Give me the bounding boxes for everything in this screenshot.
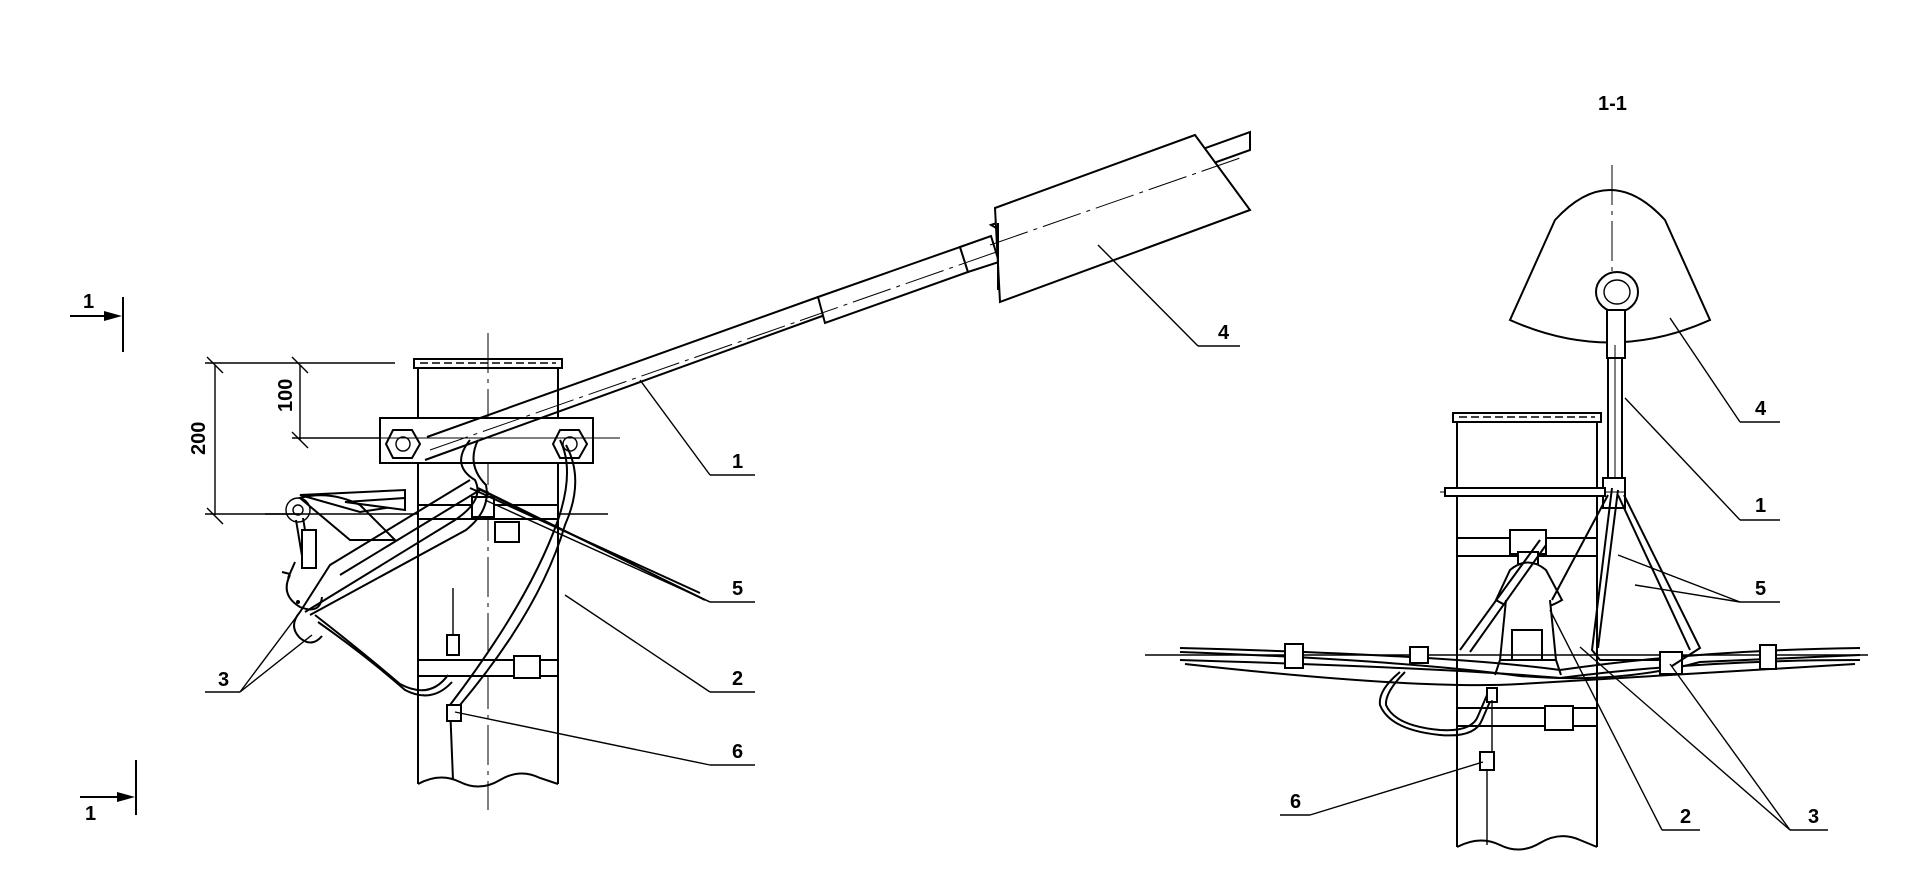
right-conductor-bundle <box>1145 643 1868 687</box>
left-view: 1 1 200 100 <box>70 130 1252 825</box>
right-stays <box>1459 487 1702 667</box>
right-bracket-arm <box>1602 309 1626 509</box>
section-mark-top: 1 <box>70 291 124 352</box>
right-label-3: 3 <box>1808 806 1819 828</box>
right-label-4: 4 <box>1755 398 1767 420</box>
left-label-1: 1 <box>732 451 743 473</box>
left-leaders <box>205 244 1240 766</box>
right-insulator-assembly <box>1494 529 1564 676</box>
dimension-100-label: 100 <box>275 379 297 412</box>
right-leaders <box>1280 317 1828 831</box>
right-lower-cable <box>1378 671 1498 845</box>
left-label-2: 2 <box>732 668 743 690</box>
section-title: 1-1 <box>1598 93 1627 115</box>
section-mark-bottom-label: 1 <box>85 803 96 825</box>
right-label-5: 5 <box>1755 578 1766 600</box>
left-clamp-plate <box>365 417 620 464</box>
right-view: 1-1 <box>1145 93 1868 851</box>
left-label-4: 4 <box>1218 322 1230 344</box>
section-mark-top-label: 1 <box>83 291 94 313</box>
right-label-1: 1 <box>1755 495 1766 517</box>
pole-left <box>413 333 563 810</box>
left-label-5: 5 <box>732 578 743 600</box>
left-band-clamps <box>417 496 559 679</box>
left-label-3: 3 <box>218 669 229 691</box>
right-label-2: 2 <box>1680 806 1691 828</box>
section-mark-bottom: 1 <box>80 760 137 825</box>
dimension-200-label: 200 <box>188 422 210 455</box>
left-luminaire <box>989 133 1252 304</box>
dimension-200: 200 <box>188 356 395 525</box>
left-label-6: 6 <box>732 741 743 763</box>
left-insulator-assembly <box>281 488 406 644</box>
left-cables <box>299 439 706 781</box>
right-luminaire <box>1508 165 1712 344</box>
right-label-6: 6 <box>1290 791 1301 813</box>
